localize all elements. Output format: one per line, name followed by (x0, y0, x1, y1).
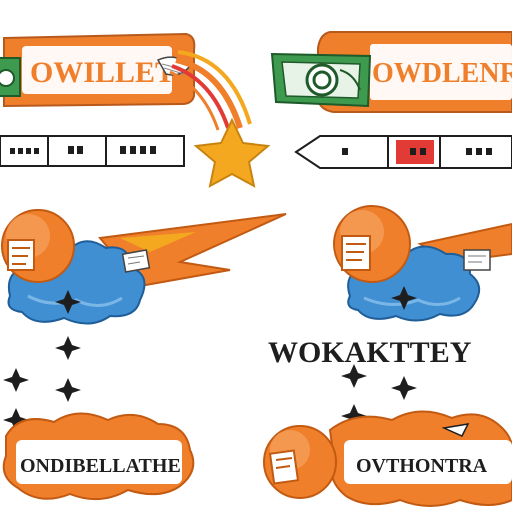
orange-ball-icon (263, 425, 337, 499)
pointer-tip-icon (441, 423, 470, 437)
orange-ball-icon (333, 205, 411, 283)
right-banner-title: OWDLENRR (372, 58, 512, 89)
orange-ball-icon (1, 209, 75, 283)
left-banner-title: OWILLET (30, 56, 175, 89)
streamer-trail (169, 50, 252, 131)
star-icon (193, 117, 271, 188)
bottom-left-cloud-badge: ONDIBELLATHE (2, 412, 195, 501)
bottom-right-label: OVTHONTRA (356, 455, 488, 477)
sticker-icon (121, 249, 151, 273)
left-banner: OWILLET (0, 32, 196, 108)
bottom-right-cloud-badge: OVTHONTRA (328, 410, 512, 507)
left-toolbar (0, 135, 185, 167)
middle-title: WOKAKTTEY (268, 336, 472, 369)
left-banner-inner (22, 46, 172, 94)
sparkle-icon (341, 286, 417, 428)
right-toolbar (294, 135, 512, 169)
right-banner-inner (370, 44, 512, 100)
right-banner: OWDLENRR (270, 31, 512, 113)
bottom-left-label: ONDIBELLATHE (20, 455, 181, 477)
dollar-bill-icon (0, 57, 21, 97)
sticker-icon (463, 249, 491, 271)
sparkle-icon (3, 290, 81, 432)
dollar-bill-icon (270, 52, 372, 108)
toolbar-glyphs (10, 146, 156, 154)
